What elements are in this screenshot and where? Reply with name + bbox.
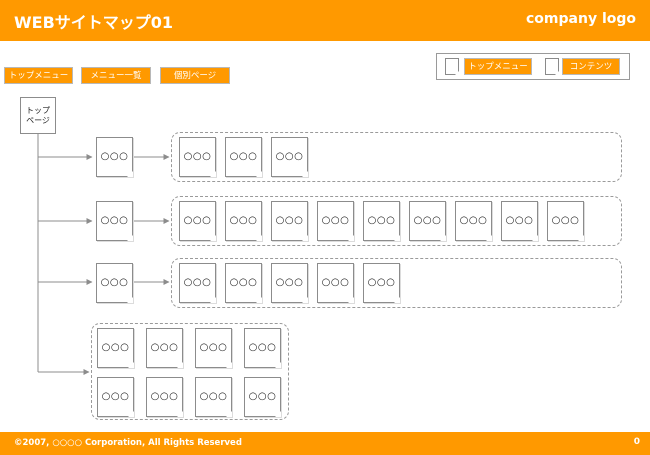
content-page-node: ○○○ — [455, 201, 492, 241]
copyright-text: ©2007, ○○○○ Corporation, All Rights Rese… — [14, 438, 242, 448]
group-page-node: ○○○ — [146, 377, 183, 417]
page-node-label: ○○○ — [150, 342, 179, 353]
page-number: 0 — [633, 437, 640, 447]
page-node-label: ○○○ — [248, 391, 277, 402]
content-page-node: ○○○ — [317, 263, 354, 303]
top-page-label: トップ ページ — [26, 106, 50, 125]
page-node-label: ○○○ — [183, 277, 212, 288]
legend-item-top-menu: トップメニュー — [464, 58, 532, 75]
group-page-node: ○○○ — [195, 328, 232, 368]
group-row-1 — [171, 132, 622, 182]
page-node-label: ○○○ — [505, 215, 534, 226]
legend-page-icon — [545, 58, 559, 75]
content-page-node: ○○○ — [179, 201, 216, 241]
page-node-label: ○○○ — [199, 391, 228, 402]
group-page-node: ○○○ — [244, 328, 281, 368]
page-node-label: ○○○ — [183, 215, 212, 226]
page-node-label: ○○○ — [229, 151, 258, 162]
page-node-label: ○○○ — [551, 215, 580, 226]
page-node-label: ○○○ — [275, 151, 304, 162]
page-node-label: ○○○ — [275, 215, 304, 226]
nav-tag-top-menu: トップメニュー — [4, 67, 73, 84]
content-page-node: ○○○ — [363, 263, 400, 303]
slide-title: WEBサイトマップ01 — [14, 13, 174, 32]
content-page-node: ○○○ — [547, 201, 584, 241]
group-row-3 — [171, 258, 622, 308]
content-page-node: ○○○ — [317, 201, 354, 241]
content-page-node: ○○○ — [363, 201, 400, 241]
page-node-label: ○○○ — [100, 215, 129, 226]
page-node-label: ○○○ — [275, 277, 304, 288]
level1-page-node: ○○○ — [96, 263, 133, 303]
content-page-node: ○○○ — [271, 137, 308, 177]
page-node-label: ○○○ — [248, 342, 277, 353]
content-page-node: ○○○ — [271, 263, 308, 303]
group-bottom — [91, 323, 289, 420]
page-node-label: ○○○ — [229, 215, 258, 226]
content-page-node: ○○○ — [225, 201, 262, 241]
legend-page-icon — [445, 58, 459, 75]
header-bar: WEBサイトマップ01 company logo — [0, 0, 650, 41]
page-node-label: ○○○ — [321, 215, 350, 226]
page-node-label: ○○○ — [367, 277, 396, 288]
content-page-node: ○○○ — [225, 263, 262, 303]
top-page-node: トップ ページ — [20, 97, 56, 134]
page-node-label: ○○○ — [199, 342, 228, 353]
page-node-label: ○○○ — [321, 277, 350, 288]
content-page-node: ○○○ — [179, 263, 216, 303]
page-node-label: ○○○ — [101, 342, 130, 353]
footer-bar: ©2007, ○○○○ Corporation, All Rights Rese… — [0, 432, 650, 455]
page-node-label: ○○○ — [459, 215, 488, 226]
level1-page-node: ○○○ — [96, 201, 133, 241]
page-node-label: ○○○ — [183, 151, 212, 162]
page-node-label: ○○○ — [101, 391, 130, 402]
page-node-label: ○○○ — [413, 215, 442, 226]
content-page-node: ○○○ — [409, 201, 446, 241]
nav-tag-individual-page: 個別ページ — [160, 67, 230, 84]
page-node-label: ○○○ — [100, 277, 129, 288]
group-row-2 — [171, 196, 622, 246]
content-page-node: ○○○ — [501, 201, 538, 241]
legend-box: トップメニュー コンテンツ — [436, 53, 630, 80]
legend-item-contents: コンテンツ — [562, 58, 620, 75]
nav-tag-menu-list: メニュー一覧 — [81, 67, 151, 84]
group-page-node: ○○○ — [146, 328, 183, 368]
content-page-node: ○○○ — [271, 201, 308, 241]
level1-page-node: ○○○ — [96, 137, 133, 177]
company-logo: company logo — [526, 11, 636, 27]
page-node-label: ○○○ — [367, 215, 396, 226]
group-page-node: ○○○ — [195, 377, 232, 417]
content-page-node: ○○○ — [225, 137, 262, 177]
group-page-node: ○○○ — [244, 377, 281, 417]
page-node-label: ○○○ — [150, 391, 179, 402]
page-node-label: ○○○ — [100, 151, 129, 162]
group-page-node: ○○○ — [97, 377, 134, 417]
group-page-node: ○○○ — [97, 328, 134, 368]
page-node-label: ○○○ — [229, 277, 258, 288]
content-page-node: ○○○ — [179, 137, 216, 177]
